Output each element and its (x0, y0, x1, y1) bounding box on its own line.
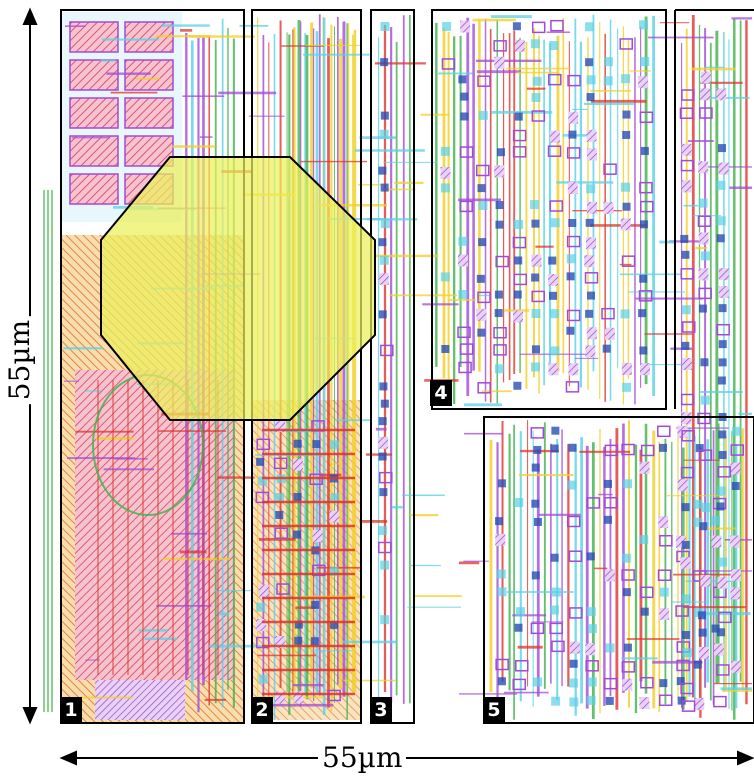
height-dimension-label: 55µm (3, 315, 36, 405)
block-4-badge: 4 (430, 380, 452, 406)
block-5-badge: 5 (483, 697, 505, 723)
block-4-outline (431, 9, 667, 410)
layout-geometry (43, 12, 752, 722)
width-dimension-label: 55µm (318, 744, 407, 772)
octagon-overlay (100, 156, 376, 421)
block-3-badge: 3 (370, 697, 392, 723)
block-3-outline (370, 9, 415, 724)
width-dimension-arrow (59, 750, 754, 766)
block-5-outline (483, 416, 754, 724)
block-2-badge: 2 (251, 697, 273, 723)
block-1-badge: 1 (60, 697, 82, 723)
